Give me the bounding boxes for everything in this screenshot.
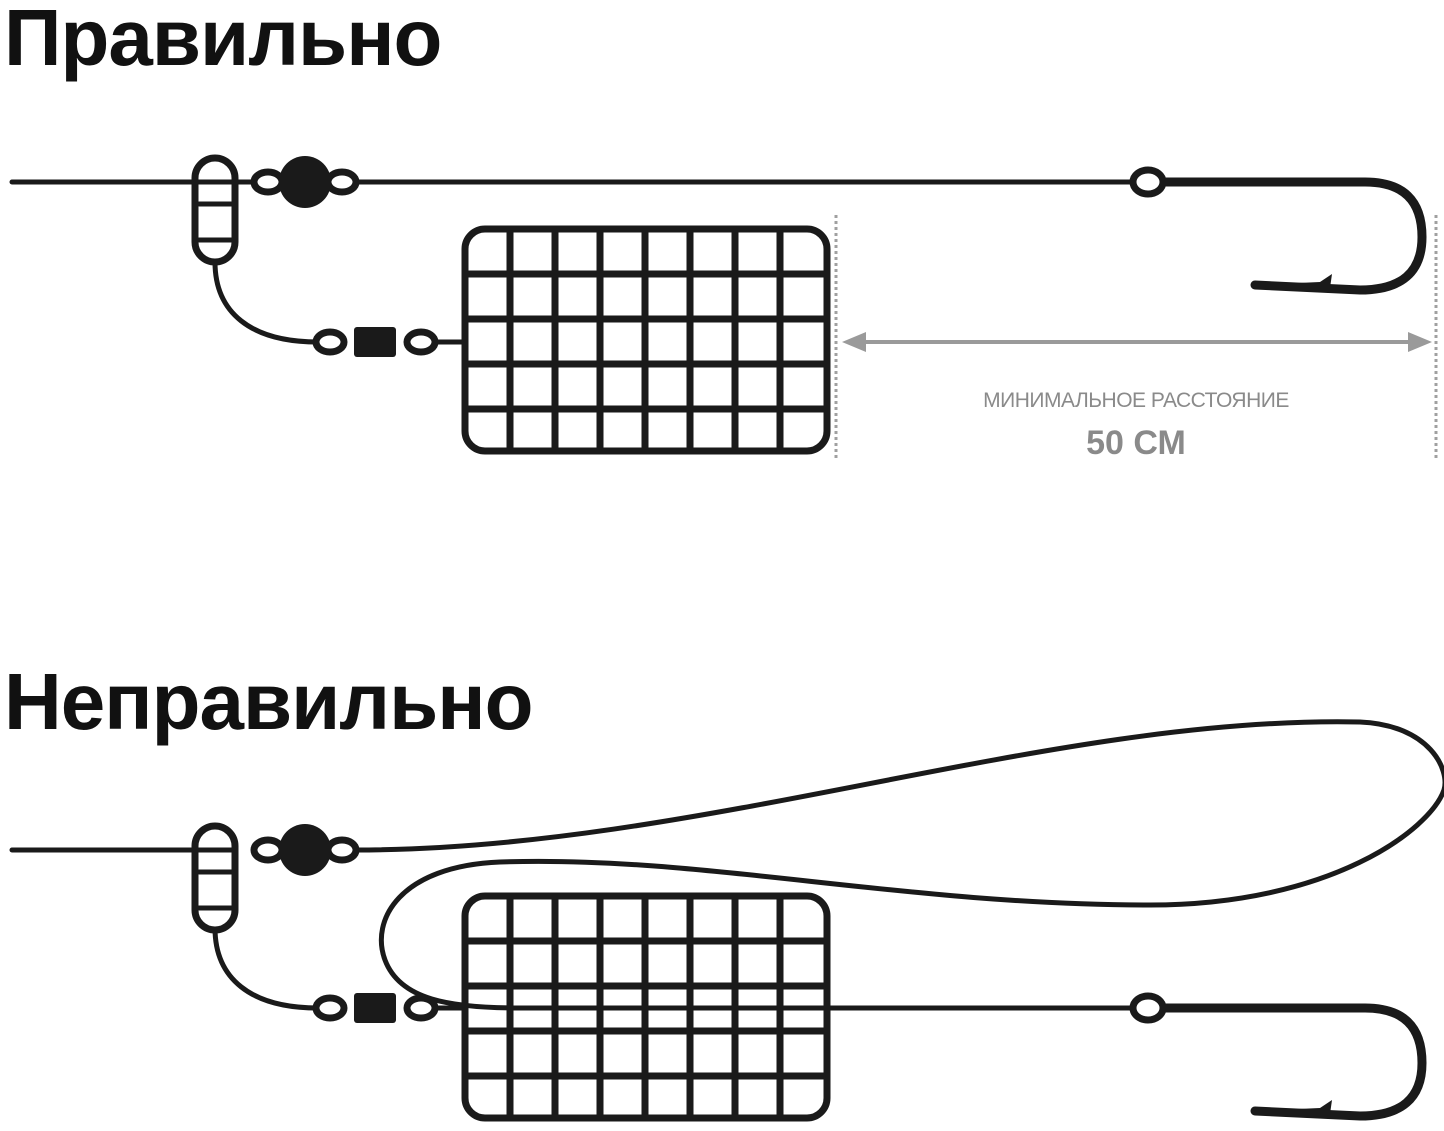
distance-label: МИНИМАЛЬНОЕ РАССТОЯНИЕ — [983, 389, 1289, 412]
distance-value: 50 СМ — [1086, 424, 1186, 462]
feeder-leader — [215, 262, 465, 357]
correct-rig — [9, 156, 1438, 458]
dimension-arrow — [842, 332, 1432, 352]
title-correct: Правильно — [4, 0, 442, 82]
tangled-hooklink — [353, 719, 1444, 1011]
feeder-leader — [215, 928, 465, 1023]
title-incorrect: Неправильно — [4, 657, 533, 746]
feeder-cage-icon — [465, 229, 827, 451]
swivel-bead-icon — [195, 156, 356, 262]
incorrect-rig — [9, 719, 1444, 1118]
hook-icon — [1133, 170, 1422, 290]
hook-icon — [1133, 996, 1422, 1116]
swivel-bead-icon — [195, 824, 356, 930]
